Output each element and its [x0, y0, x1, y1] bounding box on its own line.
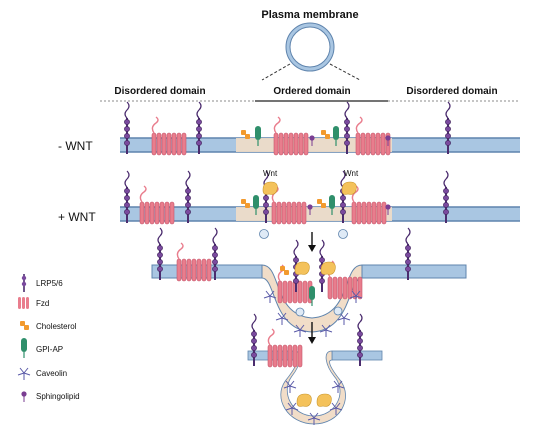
wnt-ligand-icon: [341, 181, 357, 195]
down-arrow-icon: [308, 322, 316, 344]
dvl-marker: [333, 306, 343, 316]
cholesterol-icon: [20, 321, 29, 330]
legend-label-caveolin: Caveolin: [36, 369, 67, 378]
caveolin-icon: [17, 367, 31, 381]
dvl-marker: [338, 229, 348, 239]
wnt-ligand-icon: [296, 393, 312, 407]
wnt-ligand-icon: [320, 261, 336, 275]
fzd-receptor: [271, 185, 307, 225]
membrane-row-minus: [120, 137, 520, 153]
domain-label-right: Disordered domain: [406, 86, 497, 97]
cholesterol-molecule: [280, 266, 289, 275]
dvl-marker: [295, 307, 305, 317]
wnt-label: Wnt: [344, 169, 359, 178]
condition-minus-wnt: - WNT: [58, 139, 93, 153]
fzd-receptor: [176, 242, 212, 282]
down-arrow-icon: [308, 232, 316, 252]
legend-label-lrp: LRP5/6: [36, 279, 63, 288]
legend-label-fzd: Fzd: [36, 299, 49, 308]
domain-label-center: Ordered domain: [273, 86, 350, 97]
condition-plus-wnt: + WNT: [58, 210, 96, 224]
gpi-ap-icon: [20, 337, 28, 359]
legend-label-sphingolipid: Sphingolipid: [36, 392, 80, 401]
domain-label-left: Disordered domain: [114, 86, 205, 97]
legend-label-gpi-ap: GPI-AP: [36, 345, 63, 354]
vesicle-icon: [285, 22, 335, 72]
wnt-label: Wnt: [263, 169, 278, 178]
membrane-row-plus: [120, 206, 520, 222]
lrp-icon: [21, 274, 27, 292]
wnt-ligand-icon: [262, 181, 278, 195]
legend: LRP5/6 Fzd Cholesterol GPI-AP Caveolin S…: [17, 274, 80, 403]
dvl-marker: [259, 229, 269, 239]
wnt-ligand-icon: [294, 261, 310, 275]
legend-label-cholesterol: Cholesterol: [36, 322, 77, 331]
fzd-receptor: [351, 185, 387, 225]
fzd-receptor: [151, 116, 187, 156]
wnt-ligand-icon: [316, 393, 332, 407]
fzd-receptor: [267, 328, 303, 368]
fzd-receptor: [139, 185, 175, 225]
fzd-icon: [18, 297, 29, 309]
plasma-membrane-title: Plasma membrane: [261, 9, 358, 21]
fzd-receptor: [273, 116, 309, 156]
sphingolipid-icon: [20, 390, 28, 403]
fzd-receptor: [355, 116, 391, 156]
